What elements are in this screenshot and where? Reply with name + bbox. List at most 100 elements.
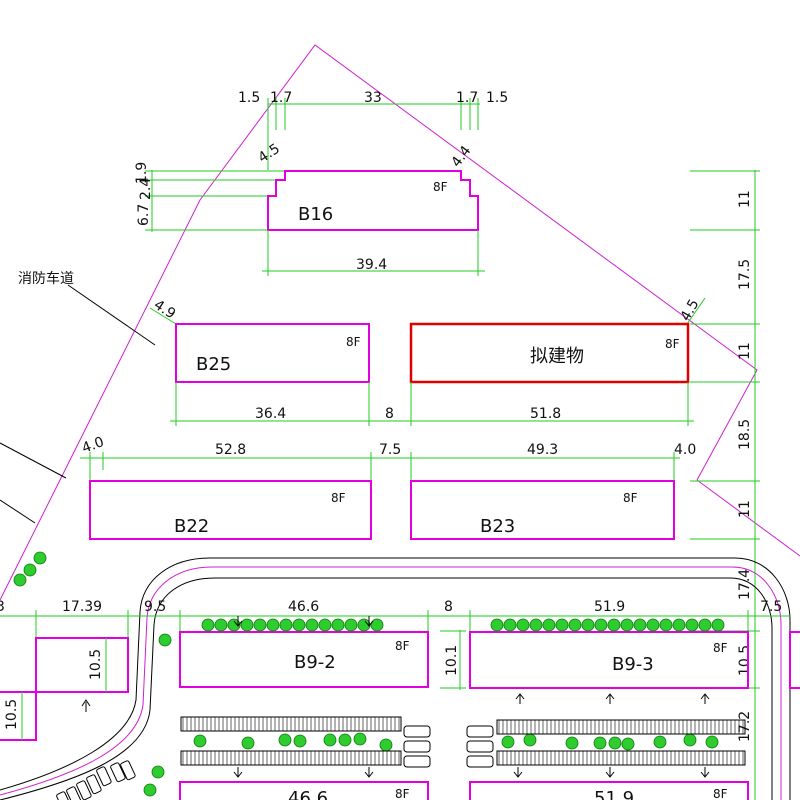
tree-icon [581, 618, 595, 632]
tree-icon [672, 618, 686, 632]
building-bottom-left: 46.6 8F [179, 781, 429, 800]
dim-row3-right: 4.0 [674, 442, 696, 458]
parking-strip-right [496, 719, 746, 766]
arrow-down-icon [605, 767, 615, 778]
arrow-down-icon [364, 767, 374, 778]
tree-icon [593, 736, 607, 750]
tree-icon [331, 618, 345, 632]
building-bottom-right: 51.9 8F [469, 781, 749, 800]
car-icon [66, 786, 82, 800]
car-icon [466, 755, 494, 768]
dim-row4-b: 9.5 [144, 599, 166, 615]
bottom-left-floors: 8F [395, 787, 410, 800]
car-icon [86, 774, 102, 795]
dim-b9-2-width: 46.6 [288, 599, 319, 615]
dim-right-5: 11 [737, 500, 753, 518]
dim-left-block-h: 10.5 [88, 649, 104, 680]
tree-icon [698, 618, 712, 632]
site-boundary [0, 44, 800, 601]
tree-icon [529, 618, 543, 632]
arrow-up-icon [515, 693, 525, 704]
b9-3-name: B9-3 [612, 654, 654, 675]
tree-icon [241, 736, 255, 750]
tree-icon [555, 618, 569, 632]
tree-icon [683, 733, 697, 747]
tree-icon [633, 618, 647, 632]
dim-top-2: 1.7 [270, 90, 292, 106]
car-icon [56, 791, 72, 800]
arrow-down-icon [233, 767, 243, 778]
dim-b16-left-1: 1.9 [134, 162, 150, 184]
dim-right-4: 18.5 [737, 419, 753, 450]
tree-icon [705, 735, 719, 749]
b25-name: B25 [196, 354, 231, 375]
tree-icon [565, 736, 579, 750]
dim-gap-row4: 8 [444, 599, 453, 615]
row4-dimension: 3 17.39 9.5 46.6 8 51.9 7.5 [0, 599, 790, 640]
parked-cars [56, 725, 494, 800]
car-icon [120, 760, 136, 781]
row3-width-dimension: 4.0 52.8 7.5 49.3 4.0 [80, 434, 696, 480]
direction-arrows [233, 616, 710, 778]
dim-row4-a: 17.39 [62, 599, 102, 615]
bottom-left-dim: 46.6 [288, 788, 328, 800]
tree-icon [353, 732, 367, 746]
tree-icon [158, 633, 172, 647]
dim-right-3: 11 [737, 342, 753, 360]
b23-name: B23 [480, 516, 515, 537]
right-dimension-column: 11 17.5 11 18.5 11 17.4 17.2 10.5 [690, 170, 760, 800]
top-dimension-row: 1.5 1.7 33 1.7 1.5 [238, 90, 508, 170]
arrow-down-icon [700, 767, 710, 778]
dim-gap-row3: 7.5 [379, 442, 401, 458]
dim-row4-left-cut: 3 [0, 599, 5, 615]
car-icon [110, 762, 126, 783]
tree-icon [305, 618, 319, 632]
tree-icon [253, 618, 267, 632]
tree-icon [608, 736, 622, 750]
arrow-down-icon [233, 616, 243, 627]
dim-right-2: 17.5 [737, 259, 753, 290]
building-right-edge [789, 631, 800, 689]
b25-floors: 8F [346, 335, 361, 349]
tree-icon [318, 618, 332, 632]
dim-b9-3-height: 10.5 [737, 645, 753, 676]
dim-b16-left-2: 2.4 [138, 178, 154, 200]
b22-floors: 8F [331, 491, 346, 505]
row2-chamfer-dims: 4.9 4.5 [149, 297, 706, 325]
dim-b16-chamfer-right: 4.4 [448, 143, 474, 170]
tree-icon [151, 765, 165, 779]
tree-icon [490, 618, 504, 632]
tree-icon [227, 618, 241, 632]
tree-icon [501, 735, 515, 749]
building-b23: B23 8F [410, 480, 675, 540]
b9-3-floors: 8F [713, 641, 728, 655]
tree-icon [370, 618, 384, 632]
tree-icon [516, 618, 530, 632]
tree-icon [542, 618, 556, 632]
tree-icon [266, 618, 280, 632]
dim-b9-2-height: 10.1 [444, 645, 460, 676]
tree-icon [214, 618, 228, 632]
tree-icon [523, 733, 537, 747]
bottom-right-dim: 51.9 [594, 788, 634, 800]
tree-icon [685, 618, 699, 632]
dim-b16-left-3: 6.7 [136, 204, 152, 226]
tree-icon [193, 734, 207, 748]
tree-icon [293, 734, 307, 748]
b16-width-dimension: 39.4 [262, 230, 485, 276]
dim-top-4: 1.7 [456, 90, 478, 106]
tree-icon [568, 618, 582, 632]
b16-name: B16 [298, 204, 333, 225]
car-icon [403, 725, 431, 738]
arrow-down-icon [364, 616, 374, 627]
proposed-name: 拟建物 [530, 346, 584, 367]
dim-top-1: 1.5 [238, 90, 260, 106]
building-left-block: 10.5 10.5 [0, 637, 129, 741]
dim-left-block-h2: 10.5 [4, 699, 20, 730]
road-outline [0, 557, 791, 800]
b16-floors: 8F [433, 180, 448, 194]
tree-icon [646, 618, 660, 632]
tree-icon [503, 618, 517, 632]
tree-icon [659, 618, 673, 632]
